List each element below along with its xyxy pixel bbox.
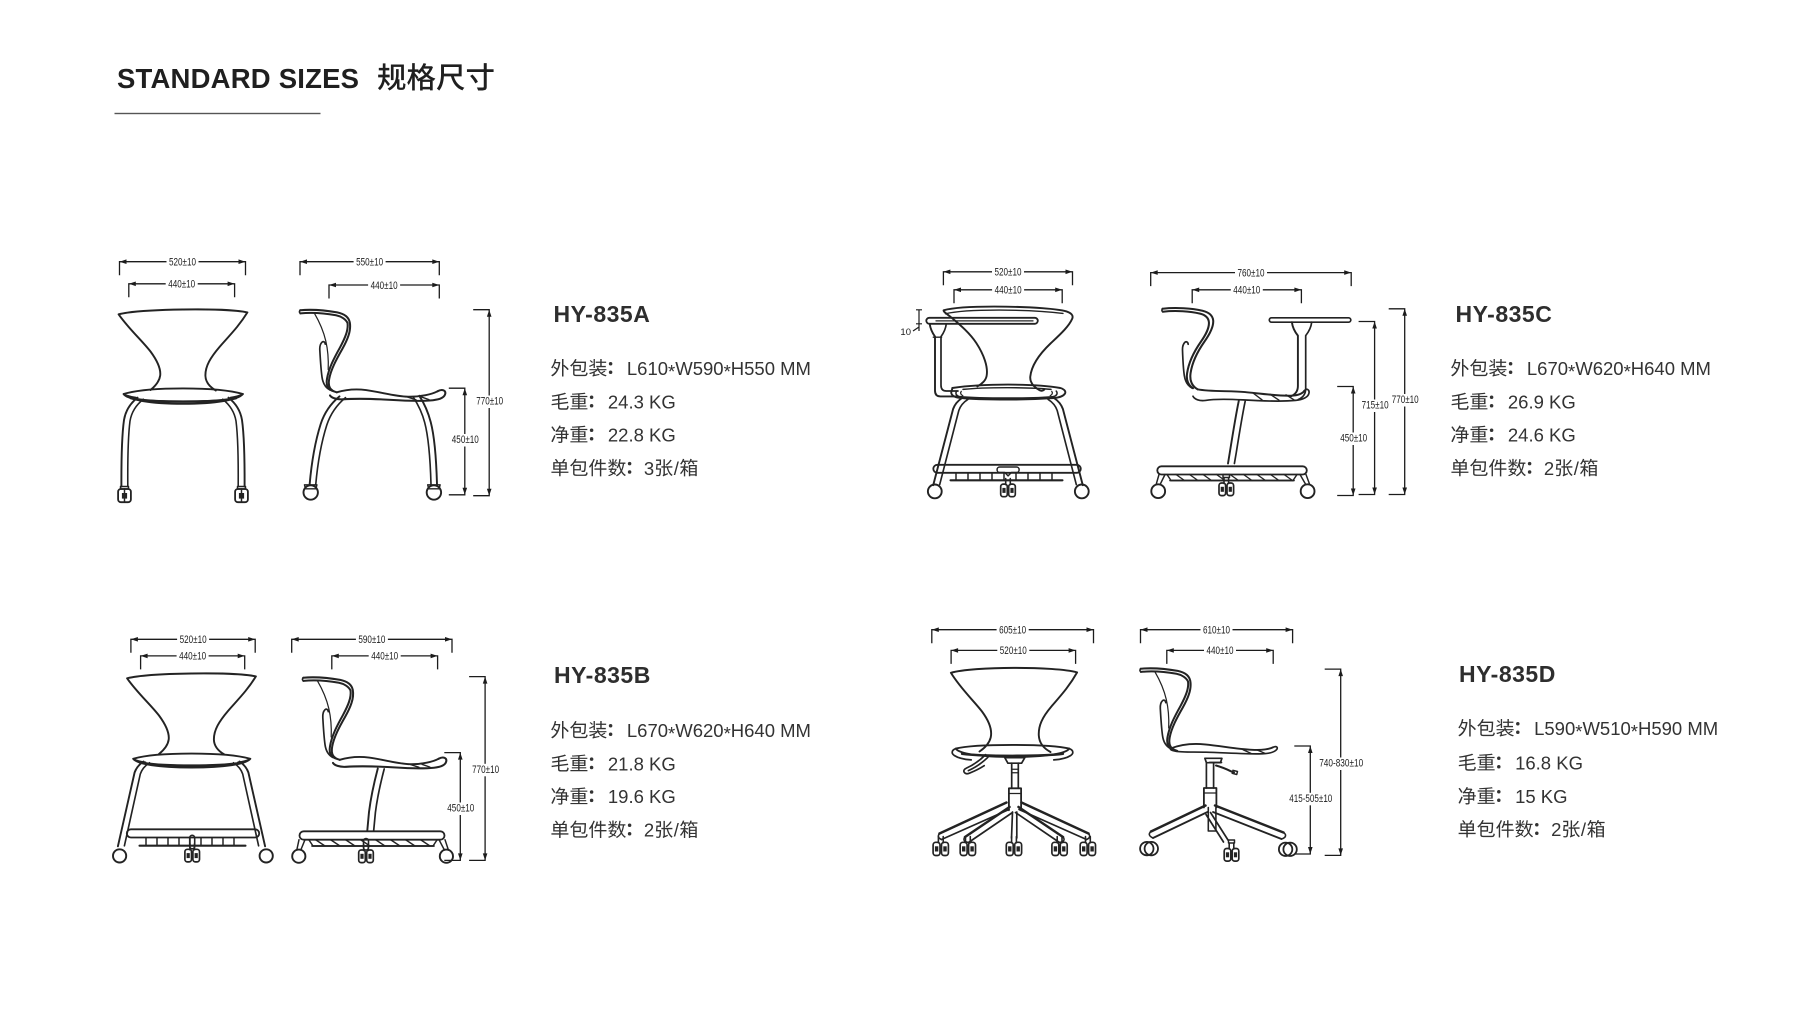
svg-text:770±10: 770±10 [472,764,499,776]
svg-text:550±10: 550±10 [356,257,383,269]
svg-text:2: 2 [644,820,654,841]
svg-text:440±10: 440±10 [371,280,398,292]
svg-text:24.3 KG: 24.3 KG [608,392,676,413]
svg-text:15 KG: 15 KG [1515,786,1567,807]
svg-text:450±10: 450±10 [1340,433,1367,445]
svg-text:415-505±10: 415-505±10 [1289,793,1332,805]
svg-text:605±10: 605±10 [999,625,1026,637]
svg-text:440±10: 440±10 [168,279,195,291]
svg-text:/: / [1574,458,1580,479]
svg-text:520±10: 520±10 [1000,645,1027,657]
svg-text:/: / [674,458,680,479]
svg-text:770±10: 770±10 [1392,394,1419,406]
svg-text:STANDARD SIZES: STANDARD SIZES [117,63,359,94]
svg-text:L670*W620*H640 MM: L670*W620*H640 MM [1527,358,1711,382]
svg-text:440±10: 440±10 [1233,285,1260,297]
svg-text:440±10: 440±10 [179,651,206,663]
svg-text:520±10: 520±10 [180,634,207,646]
svg-text:26.9 KG: 26.9 KG [1508,392,1576,413]
svg-text:520±10: 520±10 [995,267,1022,279]
svg-text:760±10: 760±10 [1238,267,1265,279]
svg-text:440±10: 440±10 [995,285,1022,297]
svg-text:L610*W590*H550 MM: L610*W590*H550 MM [627,358,811,382]
svg-text:450±10: 450±10 [452,434,479,446]
svg-text:2: 2 [1544,458,1554,479]
svg-text:715±10: 715±10 [1362,400,1389,412]
svg-text:/: / [674,820,680,841]
svg-text:22.8 KG: 22.8 KG [608,425,676,446]
svg-text:770±10: 770±10 [476,396,503,408]
svg-text:16.8 KG: 16.8 KG [1515,753,1583,774]
svg-text:HY-835A: HY-835A [554,301,651,327]
svg-text:2: 2 [1551,819,1561,840]
svg-text:HY-835C: HY-835C [1456,301,1553,327]
svg-text:HY-835B: HY-835B [554,662,651,688]
svg-text:740-830±10: 740-830±10 [1319,758,1363,770]
svg-text:440±10: 440±10 [1207,645,1234,657]
svg-text:L590*W510*H590 MM: L590*W510*H590 MM [1534,718,1718,742]
svg-text:610±10: 610±10 [1203,625,1230,637]
svg-text:L670*W620*H640 MM: L670*W620*H640 MM [627,720,811,744]
svg-text:10: 10 [900,327,911,338]
svg-text:590±10: 590±10 [358,634,385,646]
svg-text:HY-835D: HY-835D [1459,661,1556,687]
svg-text:520±10: 520±10 [169,257,196,269]
svg-text:21.8 KG: 21.8 KG [608,753,676,774]
svg-text:24.6 KG: 24.6 KG [1508,425,1576,446]
svg-text:3: 3 [644,458,654,479]
svg-text:440±10: 440±10 [371,651,398,663]
svg-text:450±10: 450±10 [447,803,474,815]
svg-text:19.6 KG: 19.6 KG [608,786,676,807]
svg-text:/: / [1581,819,1587,840]
